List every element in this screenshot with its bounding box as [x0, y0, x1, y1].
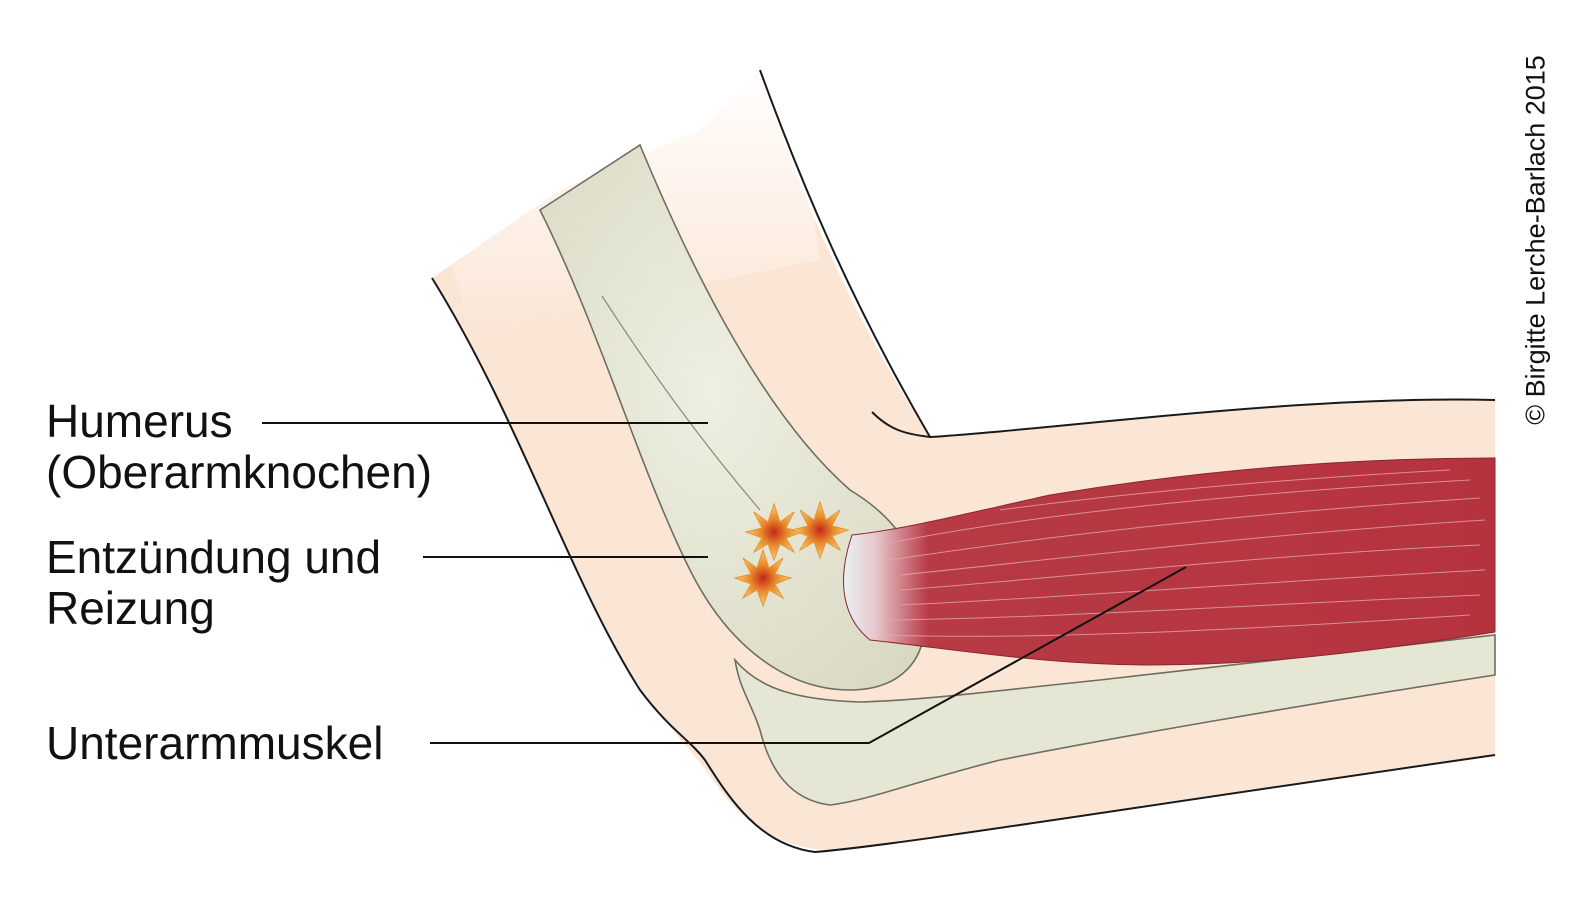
inflammation-label-line2: Reizung — [46, 582, 215, 634]
inflammation-star — [744, 502, 804, 562]
forearm-muscle — [843, 457, 1496, 666]
forearm-bone — [733, 634, 1496, 806]
humerus-sublabel: (Oberarmknochen) — [46, 446, 433, 498]
inflammation-star — [733, 548, 793, 608]
inflammation-label: Entzündung und — [46, 531, 382, 583]
humerus-bone — [538, 143, 926, 691]
inflammation-markers — [733, 500, 850, 608]
inflammation-star — [790, 500, 850, 560]
humerus-label: Humerus — [46, 395, 233, 447]
forearm-muscle-label: Unterarmmuskel — [46, 717, 384, 769]
leader-lines — [262, 422, 1187, 744]
muscle-leader-line — [430, 566, 1187, 744]
copyright-notice: © Birgitte Lerche-Barlach 2015 — [1520, 55, 1551, 425]
